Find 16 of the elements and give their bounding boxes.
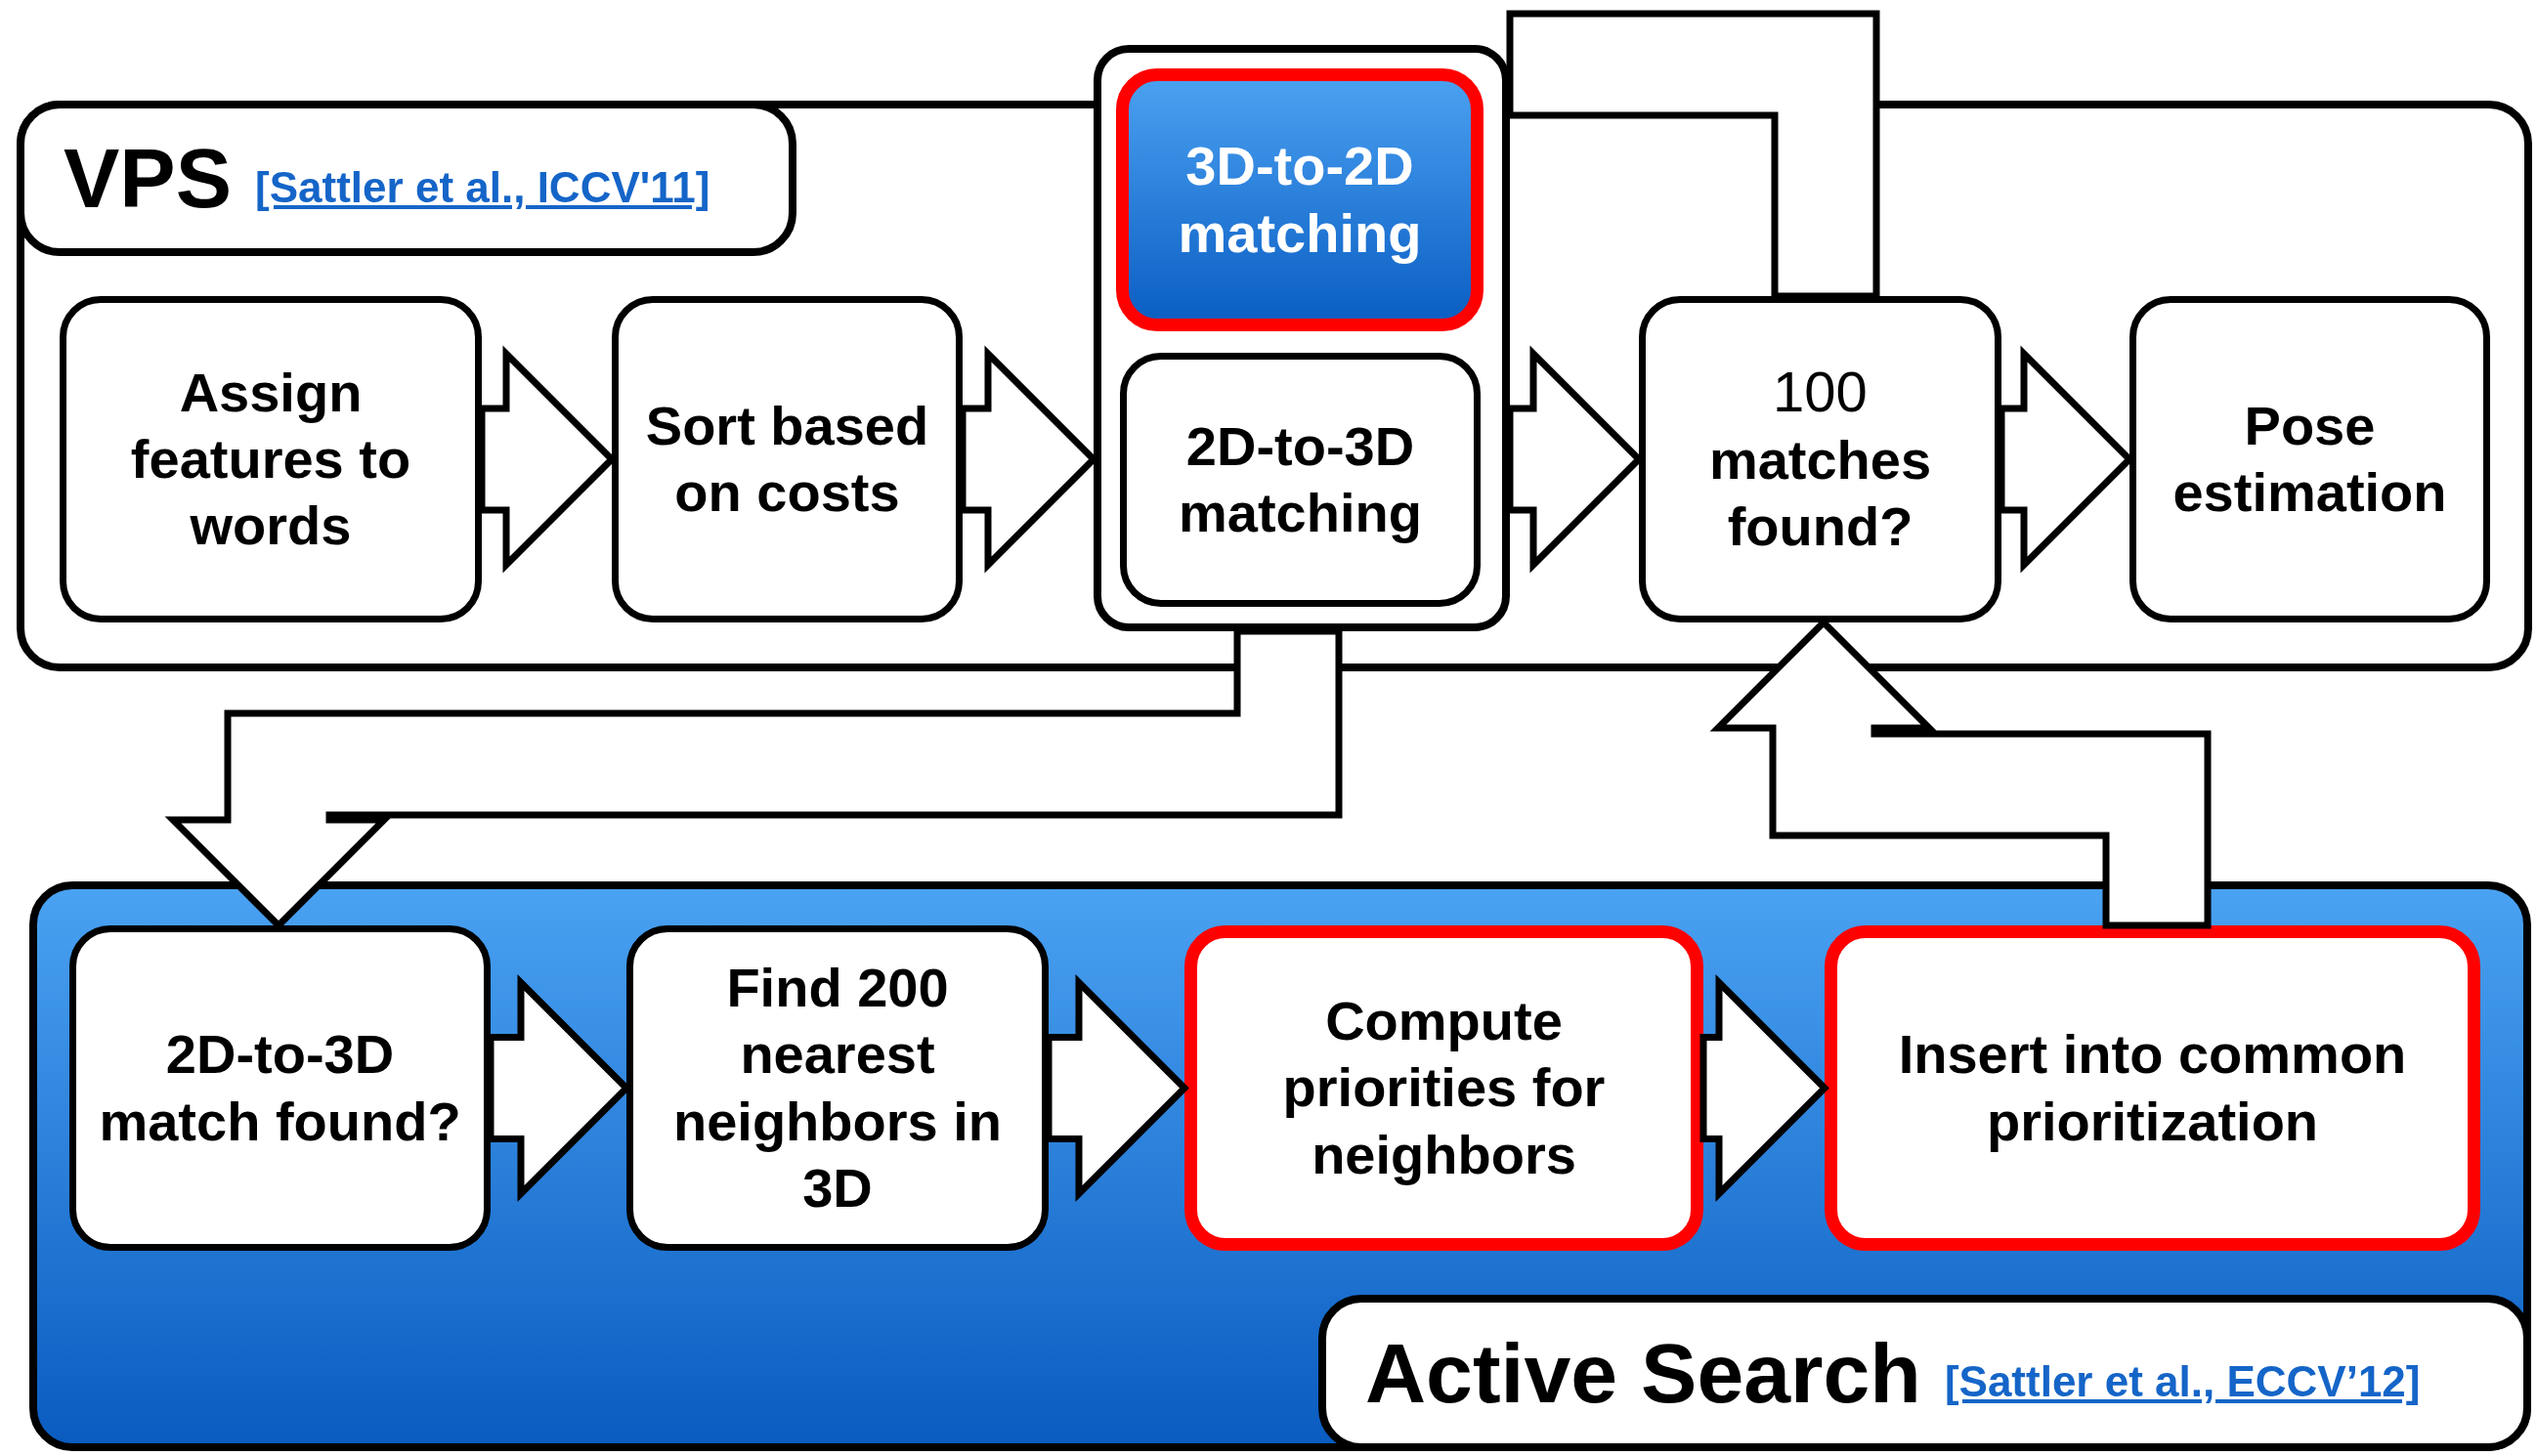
section-title: VPS: [64, 130, 233, 227]
section-title: Active Search: [1365, 1324, 1921, 1422]
process-box: Find 200 nearest neighbors in 3D: [626, 925, 1049, 1251]
process-box: Sort based on costs: [612, 296, 963, 622]
process-box: Pose estimation: [2129, 296, 2490, 622]
process-box: 2D-to-3D matching: [1120, 353, 1481, 607]
process-box: Assign features to words: [60, 296, 482, 622]
citation-link: [Sattler et al., ECCV’12]: [1944, 1357, 2421, 1406]
process-box: Compute priorities for neighbors: [1184, 925, 1703, 1251]
section-panel: [29, 881, 2531, 1451]
process-box: 100 matches found?: [1639, 296, 2001, 622]
block-arrow: [1699, 974, 1829, 1202]
process-box: Insert into common prioritization: [1825, 925, 2480, 1251]
process-box: 2D-to-3D match found?: [69, 925, 491, 1251]
citation-link: [Sattler et al., ICCV'11]: [255, 162, 710, 212]
process-box: 3D-to-2D matching: [1116, 68, 1484, 331]
